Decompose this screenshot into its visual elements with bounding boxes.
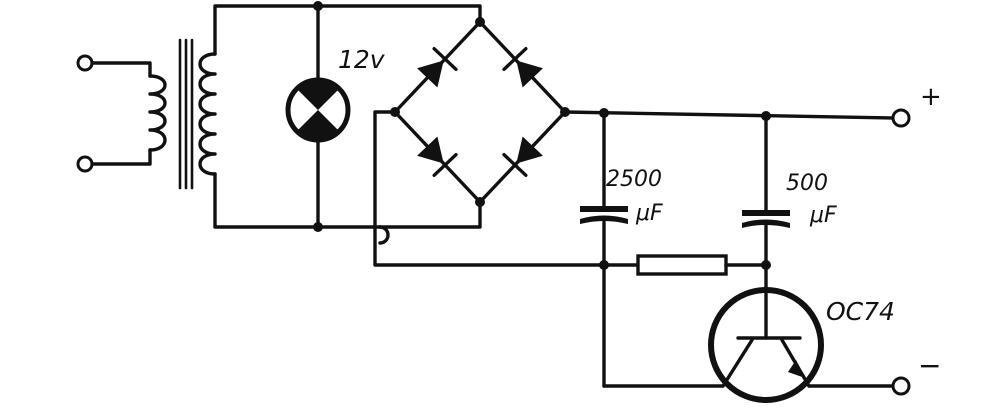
pilot-lamp: 12v <box>285 4 386 229</box>
transistor-label: OC74 <box>826 297 895 326</box>
junction-lamp-bottom <box>313 222 323 232</box>
junction-bridge-left <box>390 107 400 117</box>
bridge-diamond <box>393 20 567 204</box>
junction-lamp-top <box>313 1 323 11</box>
junction-cap2-top <box>761 111 771 121</box>
junction-bridge-top <box>475 17 485 27</box>
secondary-lead-bottom <box>213 172 320 229</box>
cap1-plate-bottom <box>580 215 628 224</box>
junction-dots <box>313 1 771 270</box>
emitter-arrow-icon <box>788 360 805 378</box>
transformer <box>90 4 320 229</box>
plus-label: + <box>920 82 942 112</box>
capacitor-2500uf: 2500 μF <box>580 111 663 388</box>
input-terminals <box>76 54 94 173</box>
junction-resistor-right <box>761 260 771 270</box>
diode-top-right <box>502 47 543 88</box>
primary-lead-top <box>90 61 152 78</box>
cap2-value-label: 500 <box>786 171 828 196</box>
cap1-plate-top <box>580 206 628 212</box>
cap2-unit-label: μF <box>809 203 837 228</box>
minus-label: − <box>918 349 941 382</box>
primary-winding <box>148 74 167 152</box>
lamp-voltage-label: 12v <box>338 45 386 74</box>
input-terminal-top <box>76 54 94 72</box>
junction-bridge-bottom <box>475 197 485 207</box>
output-terminals: + − <box>891 82 942 396</box>
lamp-quadrant-top <box>297 80 339 110</box>
cap1-value-label: 2500 <box>606 167 662 192</box>
junction-bridge-right <box>560 107 570 117</box>
diode-top-left <box>417 47 458 88</box>
diode-bottom-left <box>417 136 458 177</box>
lamp-quadrant-bottom <box>297 110 339 140</box>
cap1-unit-label: μF <box>635 201 663 226</box>
junction-resistor-left <box>599 260 609 270</box>
transistor-collector <box>721 338 754 388</box>
output-terminal-positive <box>891 108 911 128</box>
resistor <box>602 254 768 276</box>
resistor-body <box>636 254 728 276</box>
primary-lead-bottom <box>90 148 152 166</box>
ac-rail-bottom-right <box>378 200 482 229</box>
ac-rail-top <box>316 4 482 24</box>
output-terminal-negative <box>891 376 911 396</box>
cap2-plate-bottom <box>742 219 790 228</box>
junction-cap1-top <box>599 108 609 118</box>
diode-bottom-right <box>502 136 543 177</box>
input-terminal-bottom <box>76 155 94 173</box>
cap2-plate-top <box>742 210 790 216</box>
secondary-lead-top <box>213 4 320 56</box>
negative-return-wire <box>373 110 606 267</box>
wire-crossover-hop <box>378 225 390 245</box>
capacitor-500uf: 500 μF <box>742 114 837 296</box>
bridge-rectifier <box>393 20 567 204</box>
secondary-winding <box>198 52 217 176</box>
transistor-oc74: OC74 <box>708 287 895 403</box>
positive-rail <box>563 110 895 120</box>
